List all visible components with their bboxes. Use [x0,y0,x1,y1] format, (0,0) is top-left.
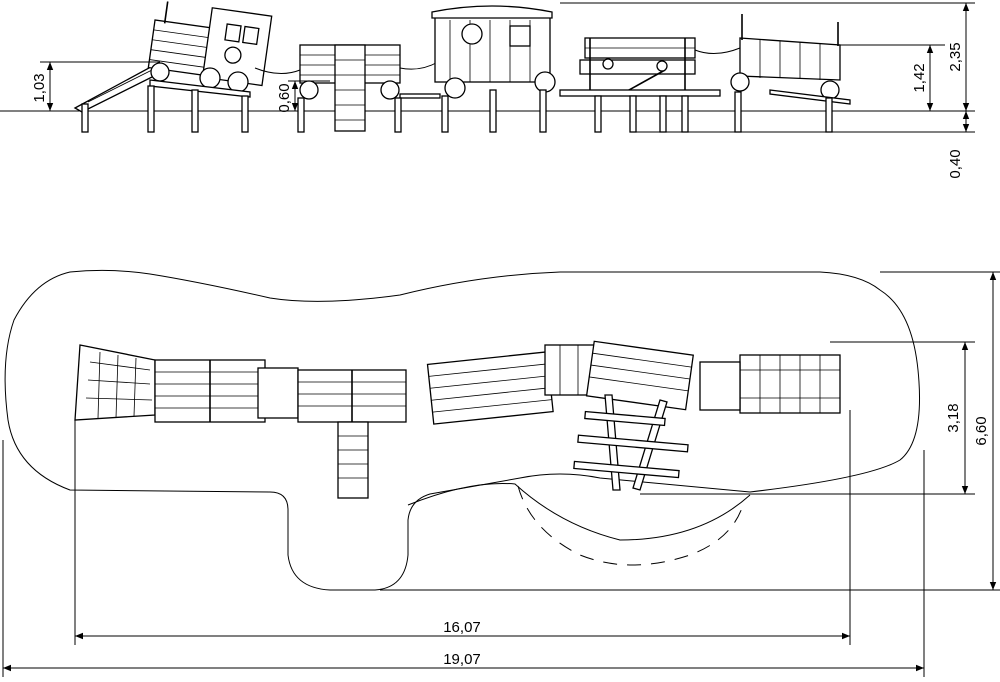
main-wagon [431,5,556,99]
side-dimensions: 1,03 0,60 1,42 2,35 0,40 [31,2,975,179]
swing-arc [517,485,743,566]
wheel [199,67,221,89]
dim-inner-width: 3,18 [945,403,962,432]
plan-main-wagon [426,351,554,425]
dim-small-height: 0,60 [276,83,293,112]
rope [399,61,439,70]
dim-inner-length: 16,07 [443,619,481,636]
plan-last-wagon [699,354,841,414]
rope [254,67,301,74]
plan-wagon-2 [297,369,407,423]
open-wagon [730,14,851,105]
dim-total-height: 2,35 [947,42,964,71]
dim-outer-length: 19,07 [443,651,481,668]
plan-ladder [337,421,369,499]
wheel [150,62,170,82]
plan-view: 16,07 19,07 3,18 6,60 [2,269,1000,677]
posts [81,85,833,133]
wheel [227,71,249,93]
inner-boundary [407,483,751,541]
plan-ramp [74,344,156,421]
dim-outer-width: 6,60 [973,416,990,445]
small-wagon [299,44,401,132]
dim-depth: 0,40 [947,149,964,178]
dim-ramp-height: 1,03 [31,73,48,102]
dim-platform-height: 1,42 [911,63,928,92]
plan-wagon-1 [154,359,299,423]
plan-net [573,394,689,491]
side-elevation: 1,03 0,60 1,42 2,35 0,40 [0,1,975,179]
plan-bench-wagon [585,340,695,411]
bench-wagon [579,37,696,96]
rope [694,47,741,54]
safety-area-outline [4,269,921,591]
plan-dimensions: 16,07 19,07 3,18 6,60 [2,271,1000,677]
